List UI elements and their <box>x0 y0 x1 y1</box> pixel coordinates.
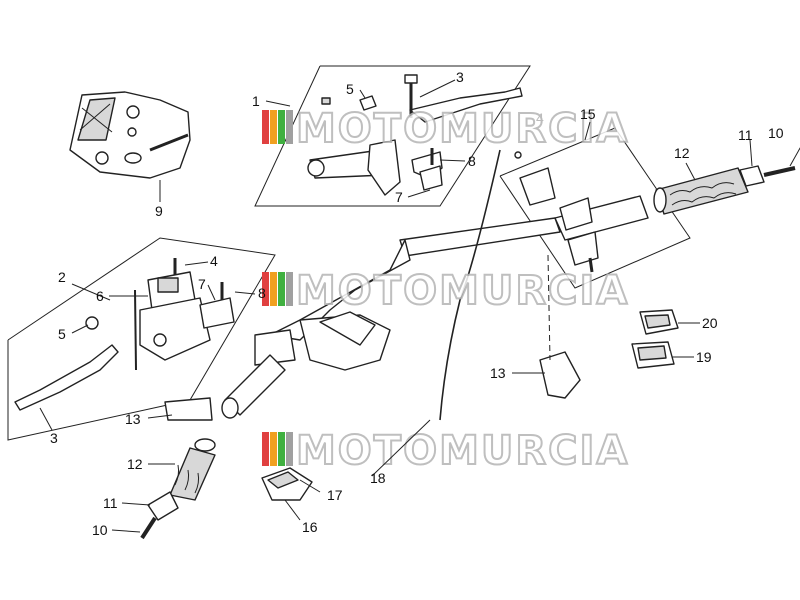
watermark-top: MOTOMURCIA <box>262 105 629 153</box>
throttle-assembly-part-15 <box>514 151 599 273</box>
callout-19: 19 <box>696 349 712 365</box>
callout-1: 1 <box>252 93 260 109</box>
callout-7-top: 7 <box>395 189 403 205</box>
watermark-middle: MOTOMURCIA <box>262 267 629 315</box>
callouts: 1 3 5 8 7 9 15 11 10 12 2 4 6 7 8 5 3 13… <box>50 69 784 538</box>
right-grip <box>653 165 796 215</box>
callout-3-left: 3 <box>50 430 58 446</box>
callout-4-top: 4 <box>536 110 544 126</box>
watermark: MOTOMURCIA MOTOMURCIA MOTOMURCIA <box>262 105 629 475</box>
callout-3-top: 3 <box>456 69 464 85</box>
callout-4: 4 <box>210 253 218 269</box>
callout-10-left: 10 <box>92 522 108 538</box>
left-grip <box>140 397 216 540</box>
callout-7-left: 7 <box>198 276 206 292</box>
callout-18: 18 <box>370 470 386 486</box>
svg-text:MOTOMURCIA: MOTOMURCIA <box>296 268 629 314</box>
leader-lines <box>39 79 800 533</box>
callout-8-left: 8 <box>258 285 266 301</box>
callout-13-left: 13 <box>125 411 141 427</box>
callout-16: 16 <box>302 519 318 535</box>
callout-8-top: 8 <box>468 153 476 169</box>
callout-17: 17 <box>327 487 343 503</box>
callout-6: 6 <box>96 288 104 304</box>
frame-right-lever-assembly <box>254 65 531 207</box>
frame-throttle-assembly <box>499 127 691 289</box>
callout-15: 15 <box>580 106 596 122</box>
handlebar-tube <box>221 195 649 419</box>
callout-2: 2 <box>58 269 66 285</box>
throttle-cable <box>439 149 551 421</box>
callout-13-right: 13 <box>490 365 506 381</box>
callout-11-left: 11 <box>103 495 118 511</box>
group-frames <box>7 65 691 441</box>
cam-plate-right <box>539 351 581 399</box>
frame-left-lever-assembly <box>7 237 276 441</box>
svg-text:MOTOMURCIA: MOTOMURCIA <box>296 428 629 474</box>
reservoir-part-9 <box>69 91 191 179</box>
callout-5-left: 5 <box>58 326 66 342</box>
callout-12-right: 12 <box>674 145 690 161</box>
callout-12-left: 12 <box>127 456 143 472</box>
callout-20: 20 <box>702 315 718 331</box>
callout-10-right: 10 <box>768 125 784 141</box>
callout-11-right: 11 <box>738 127 753 143</box>
watermark-bottom: MOTOMURCIA <box>262 427 629 475</box>
left-lever-assembly <box>14 258 235 411</box>
callout-9: 9 <box>155 203 163 219</box>
right-lever-assembly <box>307 74 523 196</box>
switches <box>261 309 679 501</box>
callout-5-top: 5 <box>346 81 354 97</box>
svg-text:MOTOMURCIA: MOTOMURCIA <box>296 106 629 152</box>
